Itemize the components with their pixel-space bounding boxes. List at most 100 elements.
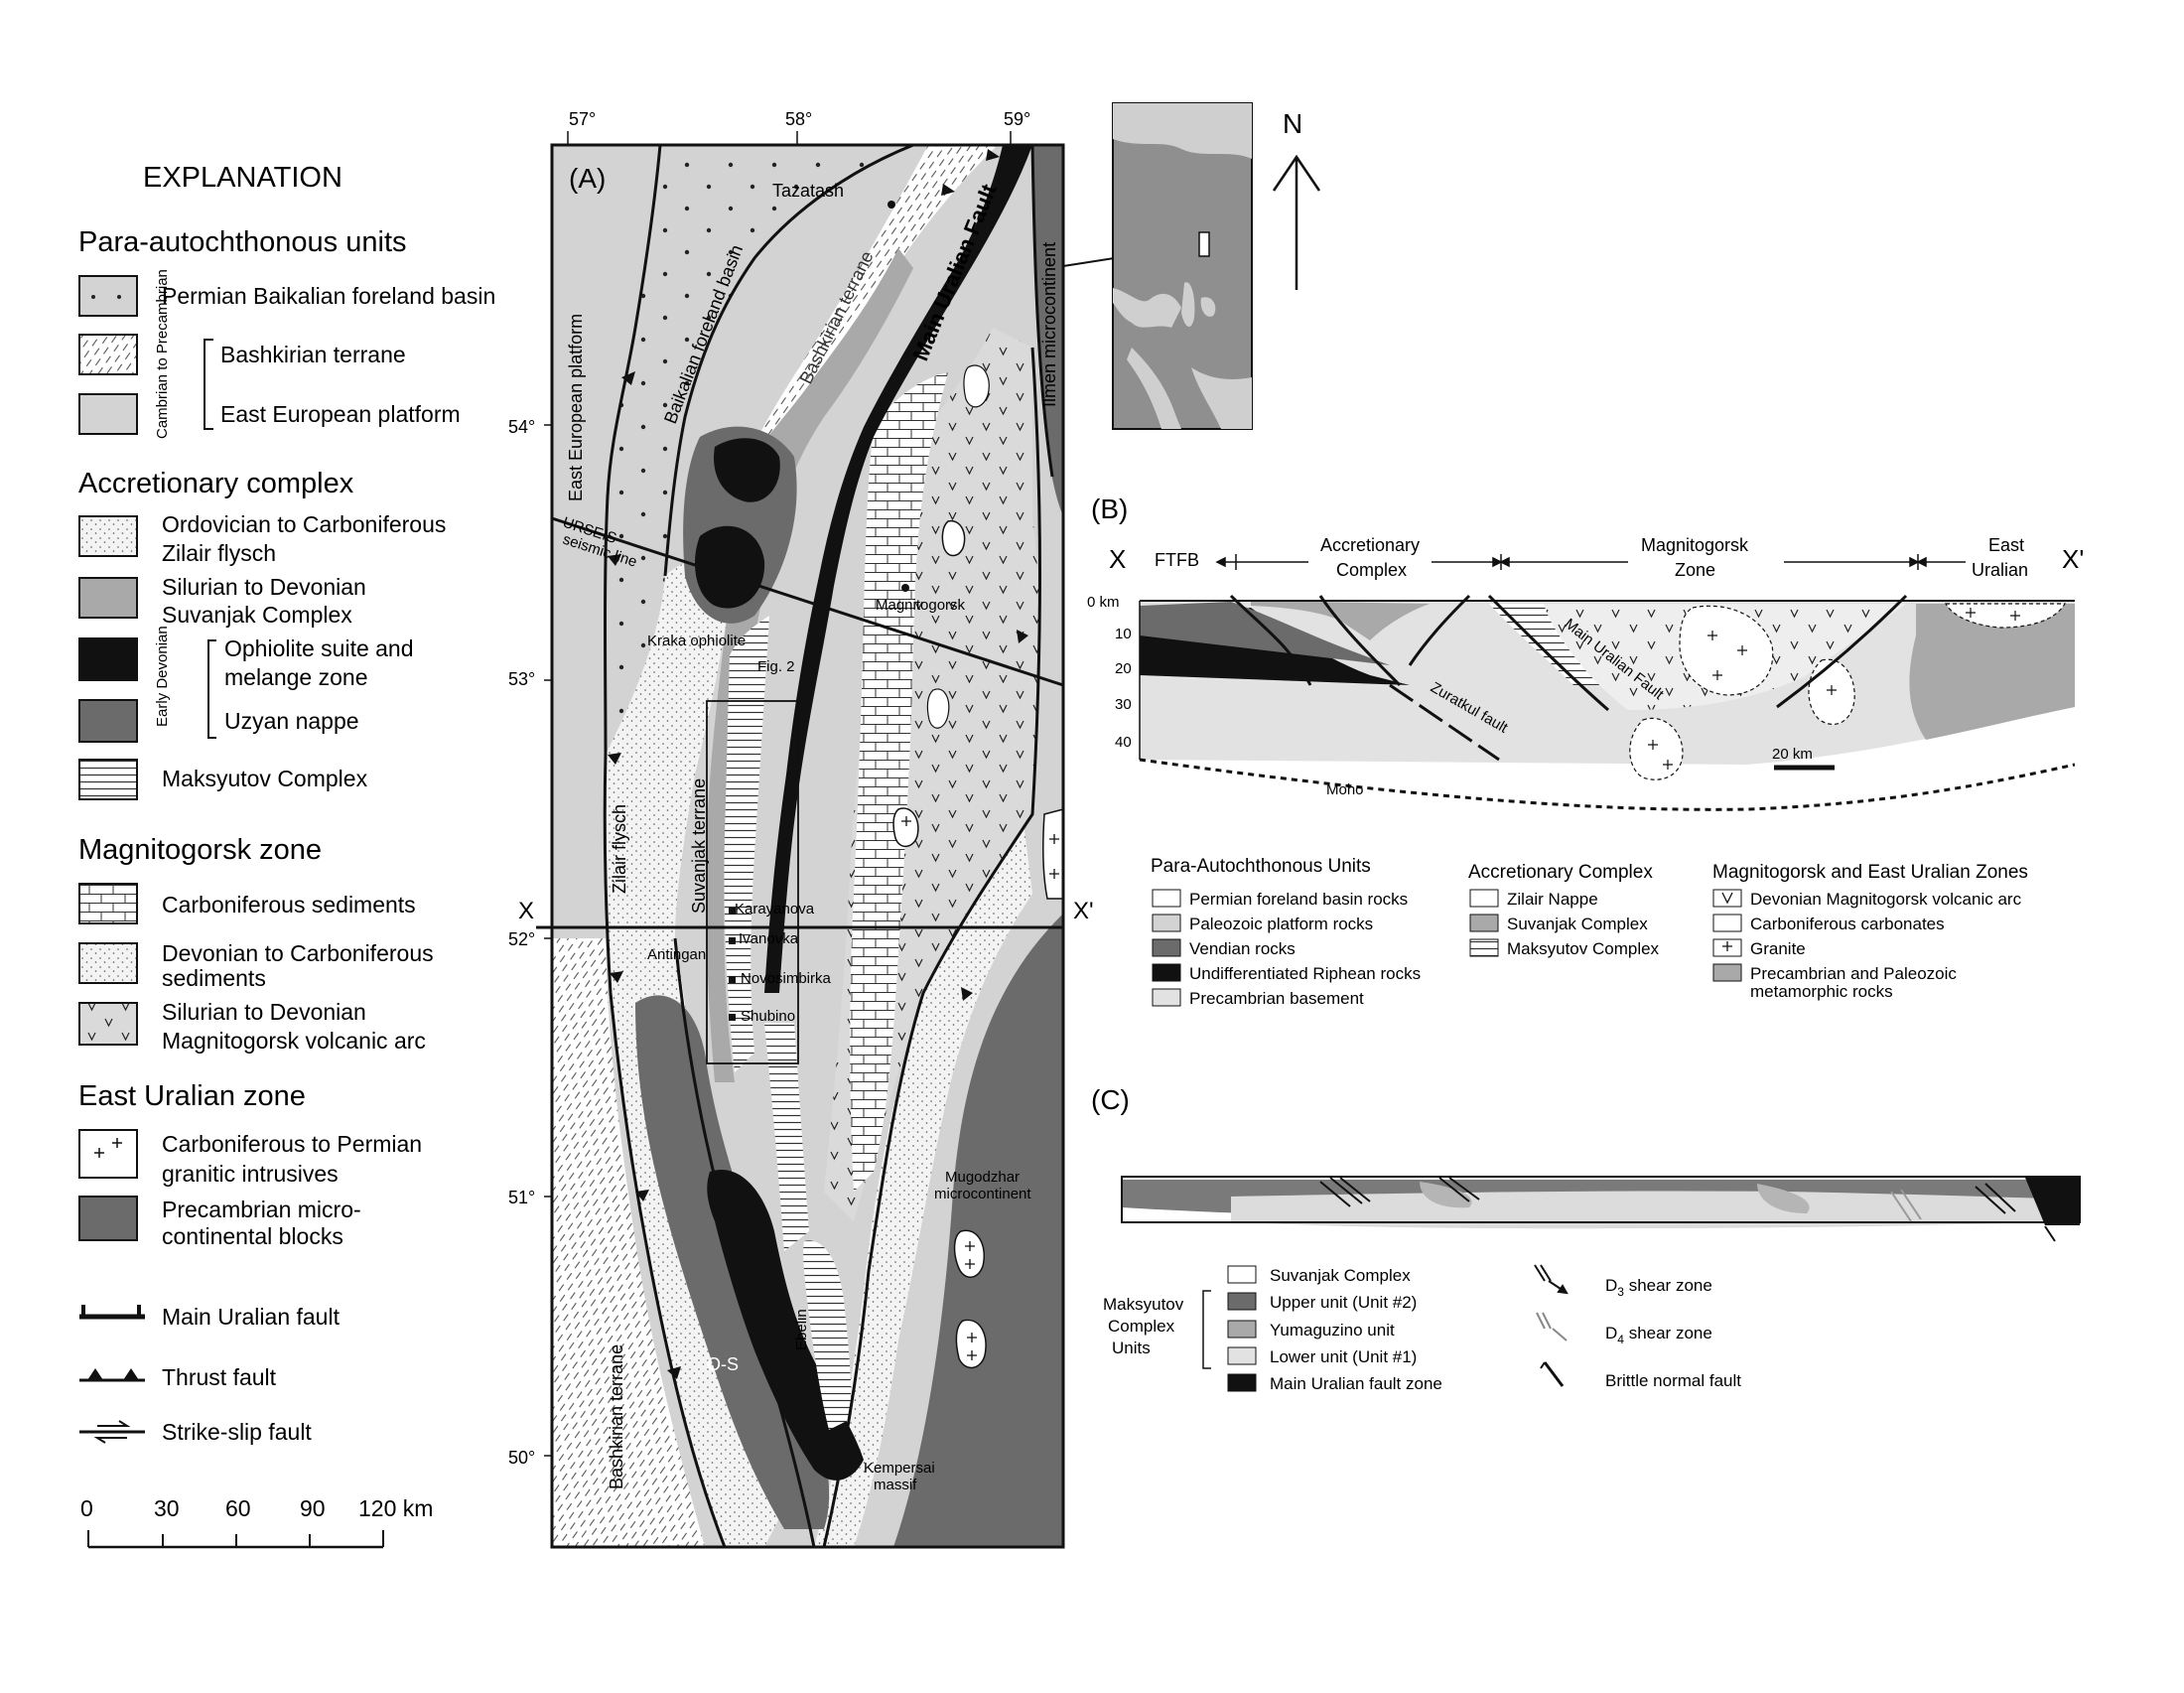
legend-label-dev-carb-1: Devonian to Carboniferous [162, 940, 434, 966]
granite-section-1 [1679, 605, 1774, 696]
c-group-bracket [1202, 1290, 1211, 1369]
kraka-ophiolite-blob-2 [695, 525, 765, 609]
c-label-lower: Lower unit (Unit #1) [1270, 1347, 1417, 1366]
zone-ftfb: FTFB [1155, 550, 1199, 570]
b-legend-heading-magnitogorsk: Magnitogorsk and East Uralian Zones [1712, 862, 2028, 883]
maksyutov-complex-area [724, 616, 769, 1072]
section-c-shear-marks [1319, 1177, 2056, 1242]
b-label-metamorphic-2: metamorphic rocks [1750, 982, 1893, 1001]
b-swatch-suvanjak [1469, 914, 1499, 932]
legend-label-volcanic-arc-2: Magnitogorsk volcanic arc [162, 1028, 426, 1054]
legend-swatch-granitic-plus [94, 1138, 122, 1158]
b-swatch-permian [1152, 889, 1181, 908]
zone-arrows [1215, 554, 1966, 570]
b-label-metamorphic-1: Precambrian and Paleozoic [1750, 964, 1957, 983]
label-os: O-S [707, 1354, 739, 1374]
depth-tick-0: 0 km [1087, 594, 1120, 611]
legend-swatch-maksyutov [78, 759, 138, 800]
legend-label-uzyan: Uzyan nappe [224, 708, 359, 734]
c-label-d3: D3 shear zone [1605, 1276, 1712, 1299]
label-section-xp: X' [1073, 898, 1094, 924]
lat-tick-52: 52° [508, 929, 535, 949]
legend-label-suvanjak-2: Suvanjak Complex [162, 602, 352, 628]
inset-study-area-marker [1198, 231, 1210, 257]
carbonate-lens [926, 688, 950, 729]
lon-tick-59: 59° [1004, 109, 1030, 129]
section-c-border [1121, 1176, 2081, 1223]
legend-label-suvanjak-1: Silurian to Devonian [162, 574, 366, 600]
main-uralian-fault-zone-c [2025, 1178, 2080, 1225]
granite-plus-marks [901, 816, 1059, 1360]
devonian-carboniferous-sediments-area [814, 814, 1032, 1547]
b-swatch-metamorphic [1712, 963, 1742, 982]
yumaguzino-lens-2 [1757, 1184, 1810, 1213]
label-section-scale: 20 km [1772, 746, 1813, 763]
zone-accretionary-2: Complex [1336, 560, 1407, 580]
label-antingan: Antingan [647, 946, 706, 963]
map-thrust-faults [603, 143, 1054, 1548]
label-fig2: Fig. 2 [757, 658, 795, 675]
carboniferous-sediments-area [850, 372, 948, 1192]
legend-label-zilair-2: Zilair flysch [162, 540, 276, 566]
c-label-upper: Upper unit (Unit #2) [1270, 1293, 1417, 1312]
village-markers [729, 201, 909, 1021]
baikalian-foreland-basin-area [606, 145, 913, 755]
c-label-d4: D4 shear zone [1605, 1324, 1712, 1346]
legend-label-thrust-fault: Thrust fault [162, 1364, 277, 1390]
legend-heading-magnitogorsk: Magnitogorsk zone [78, 834, 322, 866]
b-label-zilair: Zilair Nappe [1507, 890, 1598, 909]
label-ilmen: Ilmen microcontinent [1039, 242, 1059, 407]
maksyutov-complex-south-area [764, 1023, 809, 1251]
map-a: 57° 58° 59° 54° 53° 52° 51° 50° [508, 109, 1204, 1549]
explanation-title: EXPLANATION [143, 162, 342, 194]
explanation-legend: EXPLANATION Para-autochthonous units Per… [78, 162, 495, 1549]
label-bashkirian-south: Bashkirian terrane [607, 1344, 626, 1489]
legend-swatch-uzyan [78, 699, 138, 743]
legend-label-granitic-1: Carboniferous to Permian [162, 1131, 422, 1157]
yumaguzino-lens-1 [1420, 1182, 1472, 1208]
b-swatch-maksyutov [1469, 938, 1499, 957]
b-swatch-volcanic [1712, 889, 1742, 908]
c-label-suvanjak: Suvanjak Complex [1270, 1266, 1411, 1285]
zone-east-2: Uralian [1972, 560, 2028, 580]
b-swatch-zilair [1469, 889, 1499, 908]
legend-swatch-baikalian [78, 275, 138, 317]
b-swatch-carbonates [1712, 914, 1742, 932]
section-b: (B) X X' FTFB Accretionary Complex Magni… [1087, 494, 2084, 1008]
d3-shear-icon [1534, 1264, 1569, 1295]
thrust-fault-symbol [79, 1368, 145, 1382]
scale-tick-60: 60 [225, 1495, 251, 1521]
b-label-carbonates: Carboniferous carbonates [1750, 915, 1945, 933]
c-label-brittle: Brittle normal fault [1605, 1371, 1741, 1390]
lat-tick-53: 53° [508, 669, 535, 689]
b-label-paleozoic: Paleozoic platform rocks [1189, 915, 1373, 933]
legend-label-bashkirian: Bashkirian terrane [220, 342, 406, 367]
c-swatch-muf [1227, 1373, 1257, 1392]
section-b-xp: X' [2062, 544, 2084, 574]
urseis-seismic-line [551, 516, 1064, 687]
inset-arabian-sea [1191, 367, 1252, 429]
legend-label-microcontinent-2: continental blocks [162, 1223, 343, 1249]
label-kempersai-1: Kempersai [864, 1460, 935, 1477]
granite-body-1 [953, 1229, 985, 1278]
label-kraka-ophiolite: Kraka ophiolite [647, 633, 746, 649]
zone-east-1: East [1988, 535, 2024, 555]
legend-swatch-volcanic-arc [78, 1002, 138, 1046]
label-karayanova: Karayanova [735, 901, 815, 917]
legend-label-volcanic-arc-1: Silurian to Devonian [162, 999, 366, 1025]
scale-bar [87, 1530, 384, 1549]
section-c: (C) Maksyutov Complex Units Suvanjak Com… [1091, 1084, 2081, 1393]
inset-caspian [1181, 282, 1195, 328]
b-label-permian: Permian foreland basin rocks [1189, 890, 1408, 909]
legend-label-ophiolite-1: Ophiolite suite and [224, 635, 414, 661]
legend-label-granitic-2: granitic intrusives [162, 1161, 339, 1187]
granite-body-2 [955, 1319, 987, 1369]
depth-tick-20: 20 [1115, 660, 1132, 677]
legend-swatch-zilair [78, 515, 138, 557]
panel-b-label: (B) [1091, 494, 1128, 524]
zone-magnitogorsk-1: Magnitogorsk [1641, 535, 1749, 555]
north-arrow-icon [1272, 154, 1321, 290]
legend-label-baikalian: Permian Baikalian foreland basin [162, 283, 495, 309]
legend-swatch-bashkirian [78, 334, 138, 375]
